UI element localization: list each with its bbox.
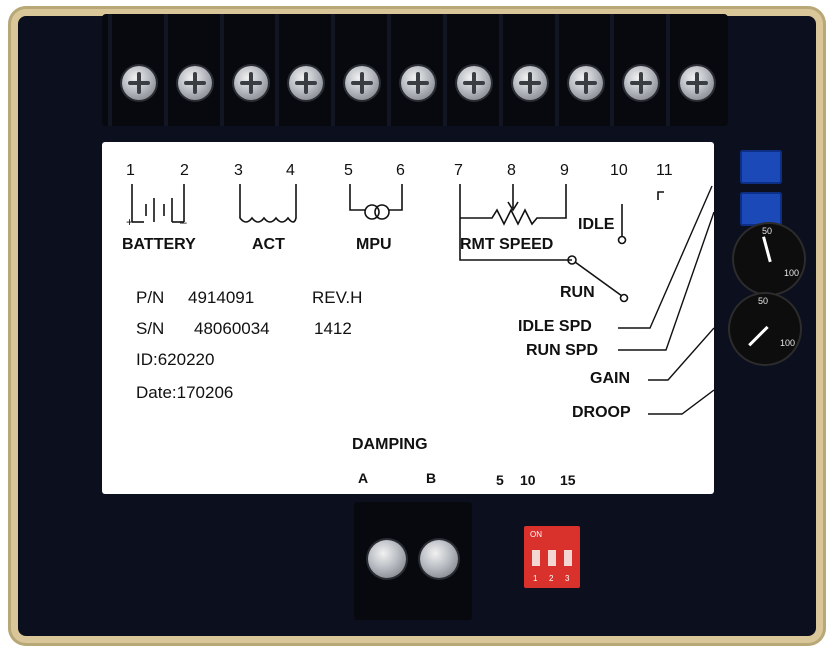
terminal-number-2: 2 <box>180 162 189 179</box>
battery-label: BATTERY <box>122 236 196 253</box>
damping-value-15: 15 <box>560 472 576 488</box>
date-text: Date:170206 <box>136 383 234 402</box>
damping-terminal-block <box>354 502 472 620</box>
pn-value: 4914091 <box>188 288 255 307</box>
damping-b-label: B <box>426 470 437 486</box>
terminal-4[interactable] <box>275 14 331 126</box>
dip-switch-3[interactable] <box>564 550 572 566</box>
dip-switch-2[interactable] <box>548 550 556 566</box>
screw-icon <box>345 66 380 100</box>
terminal-number-1: 1 <box>126 162 135 179</box>
terminal-11[interactable] <box>666 14 722 126</box>
screw-icon <box>568 66 603 100</box>
idle-spd-label: IDLE SPD <box>518 318 592 335</box>
screw-icon <box>680 66 715 100</box>
idle-switch-icon <box>617 204 627 245</box>
terminal-number-9: 9 <box>560 162 569 179</box>
svg-text:+: + <box>126 215 133 229</box>
droop-label: DROOP <box>572 404 631 421</box>
sn-extra: 1412 <box>314 319 352 338</box>
mpu-symbol-icon <box>349 184 403 220</box>
run-label: RUN <box>560 284 595 301</box>
sn-value: 48060034 <box>194 319 270 338</box>
terminal-number-4: 4 <box>286 162 295 179</box>
droop-dial-pointer-icon <box>748 325 769 347</box>
dip-switch[interactable]: ON 1 2 3 <box>524 526 580 588</box>
droop-dial[interactable]: 50 100 <box>730 294 800 364</box>
screw-icon <box>456 66 491 100</box>
dip-switch-1[interactable] <box>532 550 540 566</box>
screw-icon <box>233 66 268 100</box>
terminal-number-7: 7 <box>454 162 463 179</box>
dip-position-2: 2 <box>549 574 554 583</box>
leader-lines <box>618 185 714 415</box>
damping-value-10: 10 <box>520 472 536 488</box>
rmt-speed-label: RMT SPEED <box>460 236 554 253</box>
screw-icon[interactable] <box>420 540 458 578</box>
gain-label: GAIN <box>590 370 630 387</box>
screw-icon <box>289 66 324 100</box>
terminal-8[interactable] <box>498 14 555 126</box>
sn-label: S/N <box>136 319 165 338</box>
terminal-3[interactable] <box>219 14 276 126</box>
screw-icon <box>401 66 436 100</box>
id-text: ID:620220 <box>136 350 215 369</box>
screw-icon[interactable] <box>368 540 406 578</box>
terminal-6[interactable] <box>387 14 443 126</box>
terminal-number-3: 3 <box>234 162 243 179</box>
screw-icon <box>122 66 156 100</box>
terminal-9[interactable] <box>554 14 611 126</box>
run-speed-trimpot[interactable] <box>740 192 782 226</box>
wiring-schematic: + – <box>126 184 714 415</box>
droop-dial-scale-50: 50 <box>758 296 769 306</box>
damping-value-5: 5 <box>496 472 504 488</box>
screw-icon <box>177 66 212 100</box>
terminal-5[interactable] <box>331 14 387 126</box>
damping-title: DAMPING <box>352 436 428 453</box>
screw-icon <box>624 66 659 100</box>
gain-dial-scale-100: 100 <box>784 268 800 278</box>
terminal-number-8: 8 <box>507 162 516 179</box>
svg-text:–: – <box>180 215 187 229</box>
battery-symbol-icon <box>131 184 185 223</box>
terminal-1[interactable] <box>108 14 164 126</box>
pn-label: P/N <box>136 288 165 307</box>
droop-dial-scale-100: 100 <box>780 338 796 348</box>
terminal-7[interactable] <box>442 14 499 126</box>
gain-dial-scale-50: 50 <box>762 226 773 236</box>
terminal-number-5: 5 <box>344 162 353 179</box>
dip-position-3: 3 <box>565 574 570 583</box>
run-spd-label: RUN SPD <box>526 342 599 359</box>
terminal-2[interactable] <box>163 14 220 126</box>
actuator-coil-icon <box>239 184 297 223</box>
dip-on-label: ON <box>530 530 542 539</box>
label-card: 1 2 3 4 5 6 7 8 9 10 11 + – <box>102 142 714 494</box>
idle-label: IDLE <box>578 216 615 233</box>
gain-dial-pointer-icon <box>762 236 772 263</box>
terminal-number-6: 6 <box>396 162 405 179</box>
terminal-number-10: 10 <box>610 162 628 179</box>
top-terminal-block <box>102 14 728 126</box>
screw-icon <box>512 66 547 100</box>
revision: REV.H <box>312 288 363 307</box>
gain-dial[interactable]: 50 100 <box>734 224 804 294</box>
terminal-10[interactable] <box>610 14 666 126</box>
potentiometer-icon <box>459 184 629 303</box>
terminal-number-11: 11 <box>656 162 673 179</box>
act-label: ACT <box>252 236 285 253</box>
damping-a-label: A <box>358 470 369 486</box>
dip-position-1: 1 <box>533 574 538 583</box>
mpu-label: MPU <box>356 236 392 253</box>
idle-speed-trimpot[interactable] <box>740 150 782 184</box>
